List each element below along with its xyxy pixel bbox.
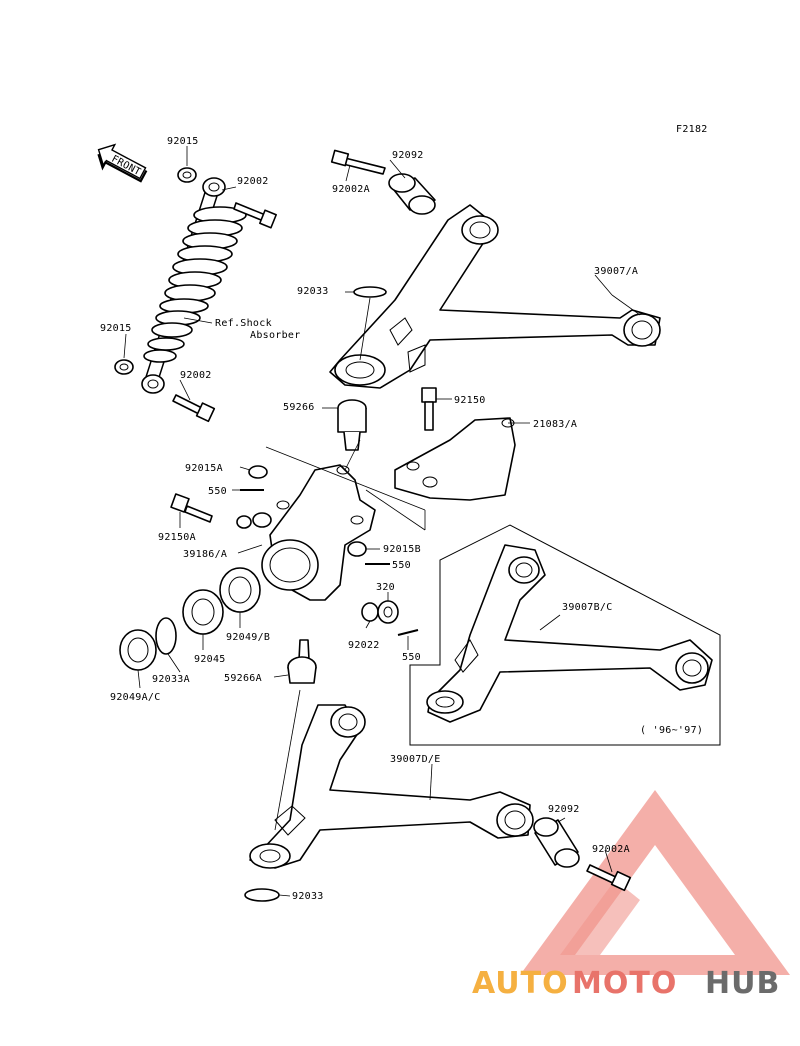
label-92002-mid: 92002	[180, 370, 212, 381]
castle-nut-320	[377, 600, 399, 624]
watermark-hub: HUB	[705, 966, 780, 1001]
circlip-92033a	[155, 617, 177, 655]
washer-92022	[361, 602, 379, 622]
leader-lines	[123, 146, 641, 897]
bolt-92150	[421, 387, 437, 431]
label-550-a: 550	[208, 486, 227, 497]
front-arrow: FRONT	[97, 143, 148, 183]
watermark-triangle	[520, 790, 790, 975]
label-92002-top: 92002	[237, 176, 269, 187]
label-39007de: 39007D/E	[390, 754, 441, 765]
label-92033a: 92033A	[152, 674, 190, 685]
watermark-logo	[520, 790, 790, 975]
note-absorber: Absorber	[250, 330, 301, 341]
steering-knuckle	[261, 464, 376, 601]
lower-a-arm	[249, 704, 534, 869]
shock-absorber	[141, 177, 247, 394]
spacer-92045	[182, 589, 224, 635]
cotter-pin-550-c	[397, 629, 419, 636]
nut-92015-top	[177, 167, 197, 183]
nut-92015-mid	[114, 359, 134, 375]
watermark-text: AUTO MOTO HUB	[472, 966, 780, 1001]
watermark-auto: AUTO	[472, 966, 569, 1001]
ball-joint-59266a	[287, 639, 317, 684]
label-59266a: 59266A	[224, 673, 262, 684]
bushing-92092-top	[388, 173, 436, 215]
note-ref-shock: Ref.Shock	[215, 318, 272, 329]
upper-a-arm	[329, 204, 661, 389]
label-59266: 59266	[283, 402, 315, 413]
label-21083a: 21083/A	[533, 419, 577, 430]
label-92015-top: 92015	[167, 136, 199, 147]
nut-92015a	[248, 465, 268, 479]
bolt-92002a-top	[330, 149, 386, 175]
label-92033-top: 92033	[297, 286, 329, 297]
label-92049b: 92049/B	[226, 632, 270, 643]
label-39007a: 39007/A	[594, 266, 638, 277]
label-92022: 92022	[348, 640, 380, 651]
bracket-21083a	[394, 417, 516, 501]
label-92150: 92150	[454, 395, 486, 406]
figure-code: F2182	[676, 124, 708, 135]
label-92015-mid: 92015	[100, 323, 132, 334]
washer-knuckle-a	[236, 515, 252, 529]
label-39007bc: 39007B/C	[562, 602, 613, 613]
circlip-92033-top	[353, 286, 387, 298]
bolt-92002-mid	[172, 394, 216, 423]
label-92002a-top: 92002A	[332, 184, 370, 195]
label-92092-bottom: 92092	[548, 804, 580, 815]
bolt-92002a-bottom	[586, 864, 632, 892]
watermark-moto: MOTO	[572, 966, 677, 1001]
label-550-b: 550	[392, 560, 411, 571]
inset-panel	[409, 524, 721, 746]
nut-92015b	[347, 541, 367, 557]
bearing-92049b	[219, 567, 261, 613]
label-92049ac: 92049A/C	[110, 692, 161, 703]
label-39186a: 39186/A	[183, 549, 227, 560]
label-92045: 92045	[194, 654, 226, 665]
label-92092-top: 92092	[392, 150, 424, 161]
circlip-92033-bottom	[244, 888, 280, 902]
washer-knuckle-b	[252, 512, 272, 528]
bolt-92150a	[170, 493, 213, 523]
label-92033-bottom: 92033	[292, 891, 324, 902]
bolt-92002-top	[233, 202, 277, 229]
bushing-92092-bottom	[533, 817, 580, 868]
seal-92049ac	[119, 629, 157, 671]
inset-years-label: ( '96~'97)	[640, 725, 703, 736]
label-550-c: 550	[402, 652, 421, 663]
label-320: 320	[376, 582, 395, 593]
label-92150a: 92150A	[158, 532, 196, 543]
label-92015b: 92015B	[383, 544, 421, 555]
label-92002a-bottom: 92002A	[592, 844, 630, 855]
label-92015a: 92015A	[185, 463, 223, 474]
ball-joint-59266	[337, 399, 367, 451]
